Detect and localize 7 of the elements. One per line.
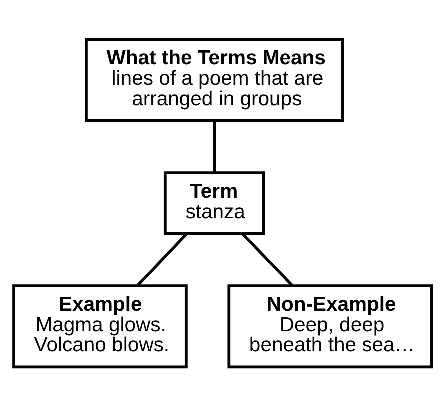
node-box: What the Terms Means lines of a poem that are arranged in groups	[85, 38, 344, 122]
node-box: Non-Example Deep, deep beneath the sea…	[228, 284, 434, 368]
node-box: Example Magma glows. Volcano blows.	[12, 284, 188, 368]
connector	[242, 232, 294, 286]
node-box: Term stanza	[164, 171, 266, 235]
connector	[213, 120, 216, 172]
connector	[136, 232, 188, 286]
